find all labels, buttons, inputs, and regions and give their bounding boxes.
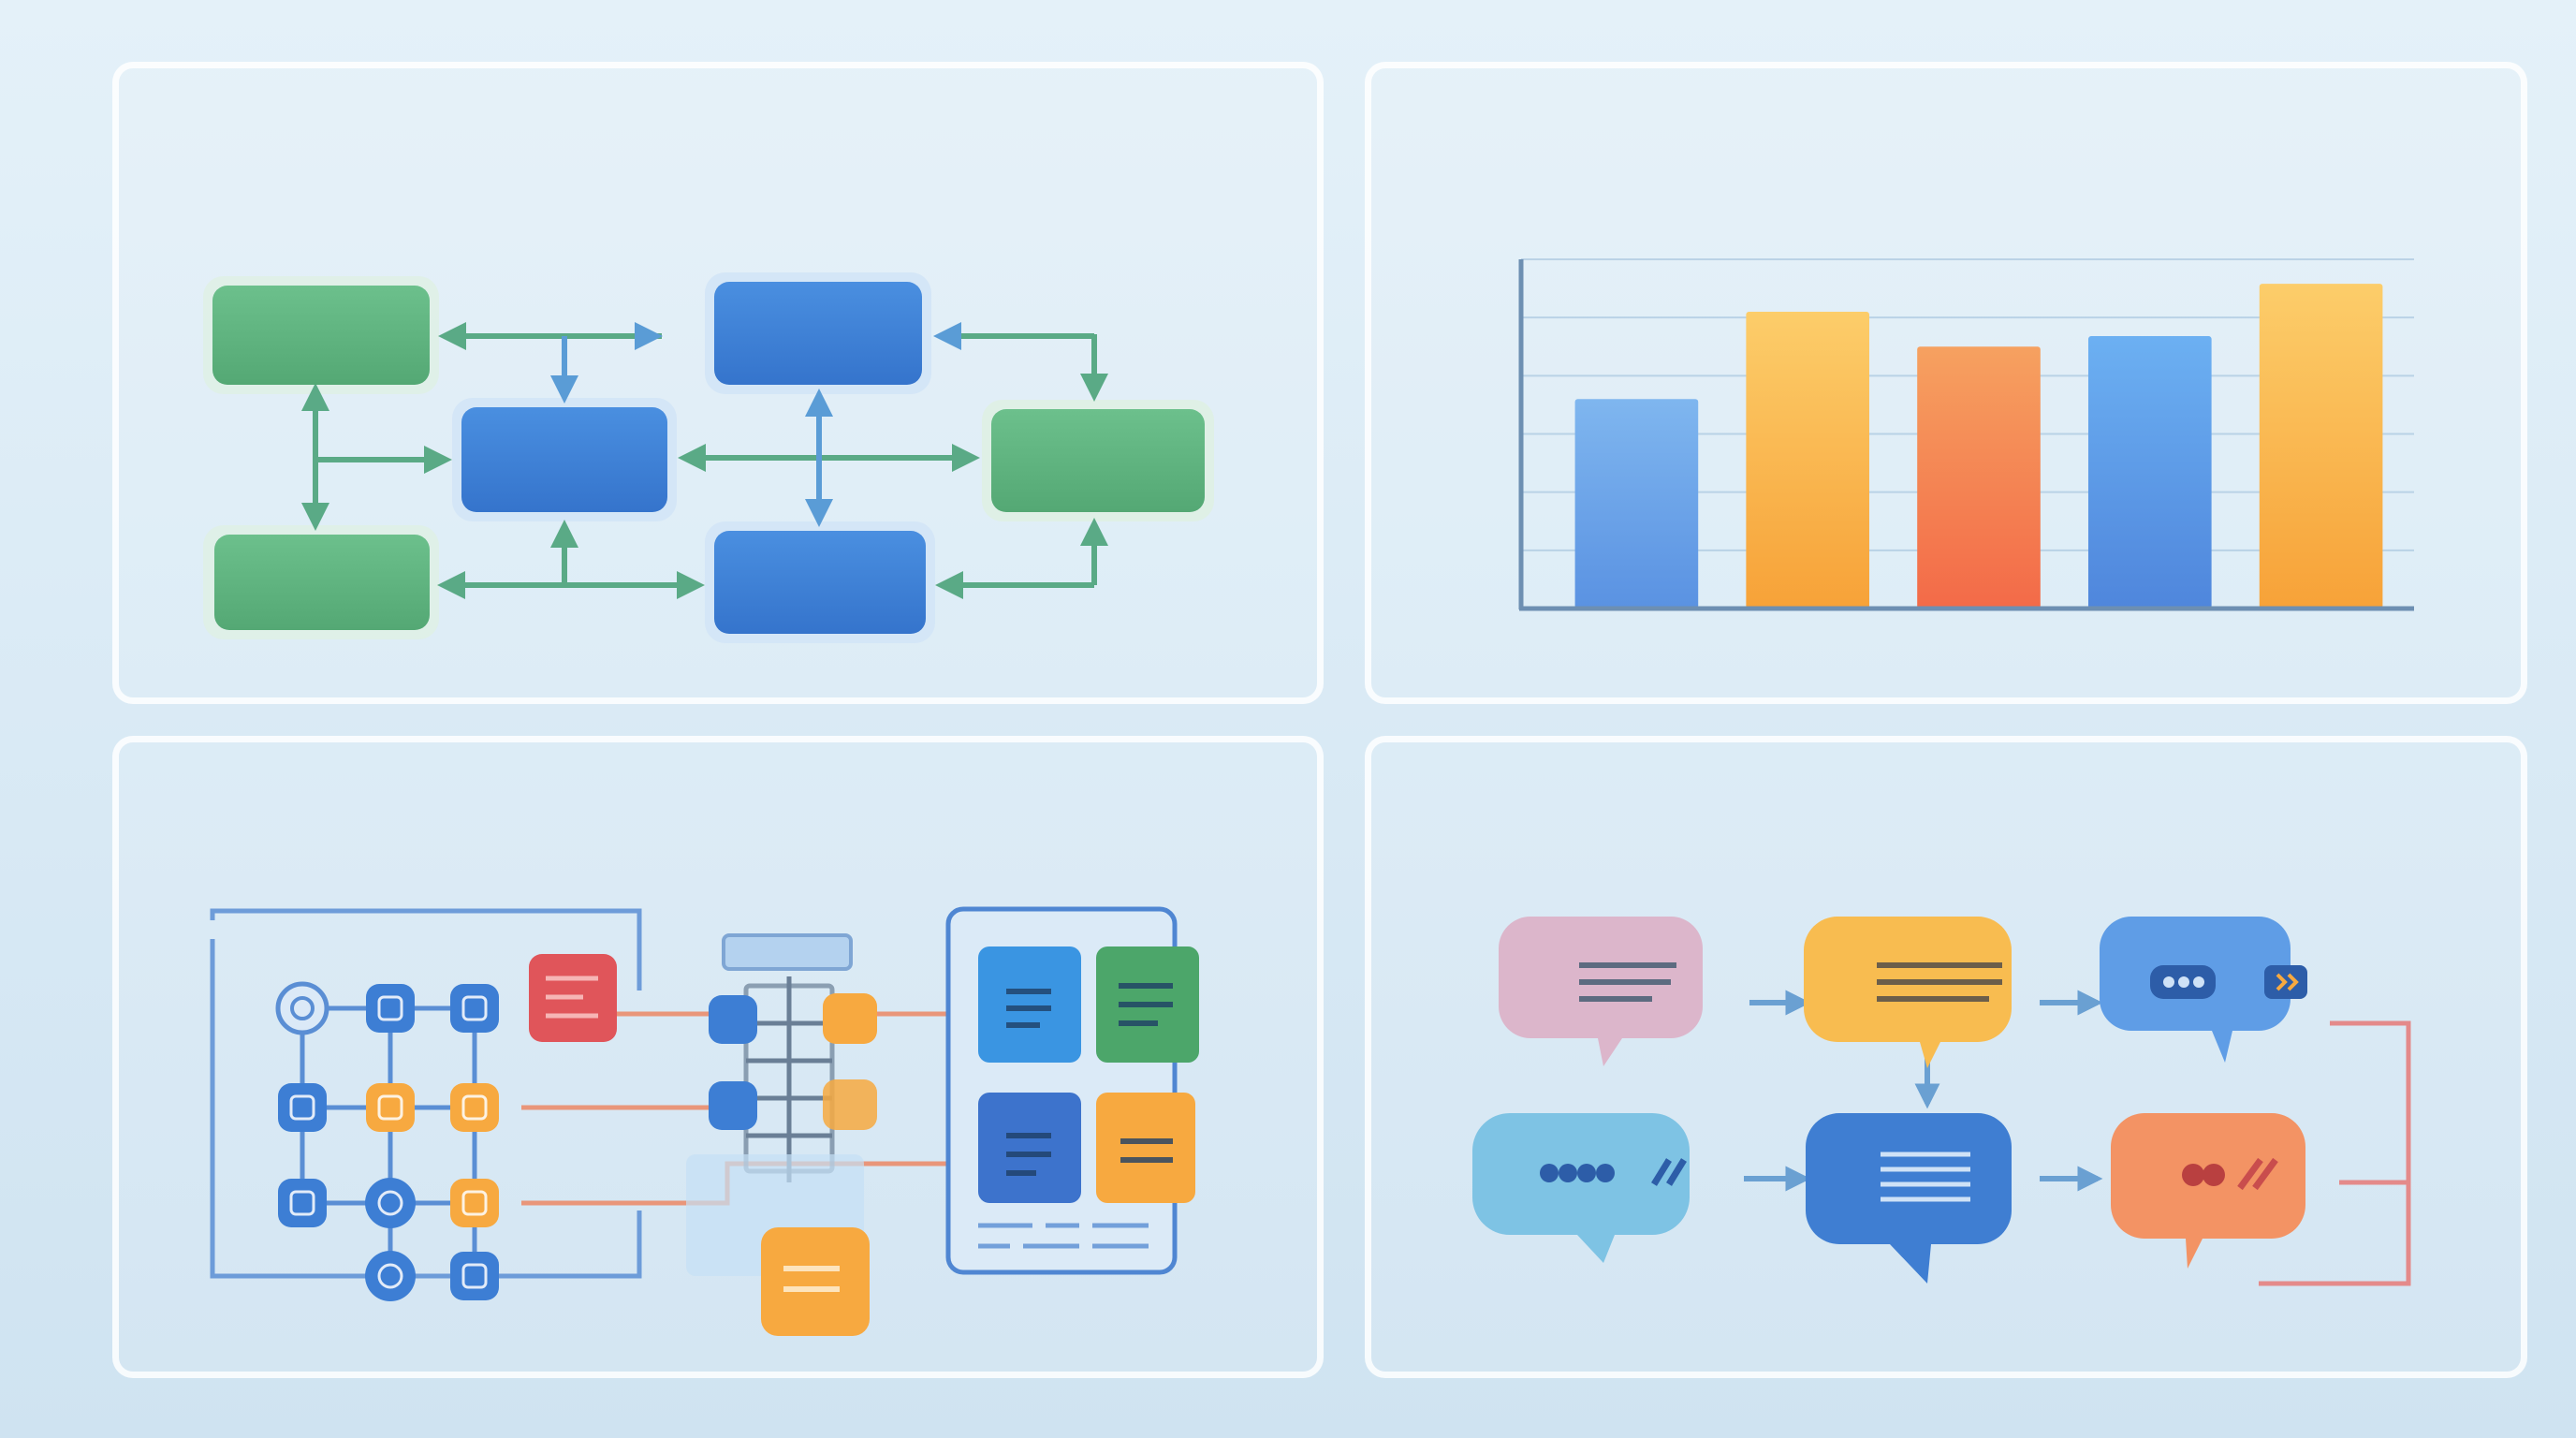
- green-node: [991, 409, 1205, 512]
- chat-flow: [1472, 917, 2411, 1286]
- chat-flow-panel: [1365, 736, 2527, 1378]
- blue-node: [714, 282, 922, 385]
- bar-1: [1574, 399, 1699, 609]
- chat-bubble: [1804, 917, 2012, 1068]
- text-lines-icon: [978, 946, 1081, 1063]
- chart-bars: [1574, 284, 2383, 609]
- chat-bubble: [1472, 1113, 1690, 1263]
- bar-4: [2087, 336, 2212, 609]
- bar-2: [1746, 311, 1870, 609]
- chat-bubble: [1499, 917, 1703, 1066]
- flow-diagram: [203, 272, 1214, 643]
- bar-chart: [1518, 258, 2414, 611]
- orange-task-node: [761, 1227, 870, 1336]
- bar-5: [2259, 284, 2383, 609]
- chat-bubble: [2111, 1113, 2305, 1269]
- bar-3: [1917, 346, 2041, 609]
- shield-icon: [366, 984, 415, 1033]
- double-chevron-right-icon: [2264, 965, 2307, 999]
- ellipsis-icon: [2150, 965, 2216, 999]
- blue-node: [461, 407, 667, 512]
- green-node: [214, 535, 430, 630]
- flow-diagram-panel: [112, 62, 1324, 704]
- pipeline-diagram: [210, 906, 1199, 1336]
- blue-node: [714, 531, 926, 634]
- pipeline-diagram-panel: [112, 736, 1324, 1378]
- target-icon: [275, 981, 329, 1035]
- green-node: [212, 286, 430, 385]
- bar-chart-panel: [1365, 62, 2527, 704]
